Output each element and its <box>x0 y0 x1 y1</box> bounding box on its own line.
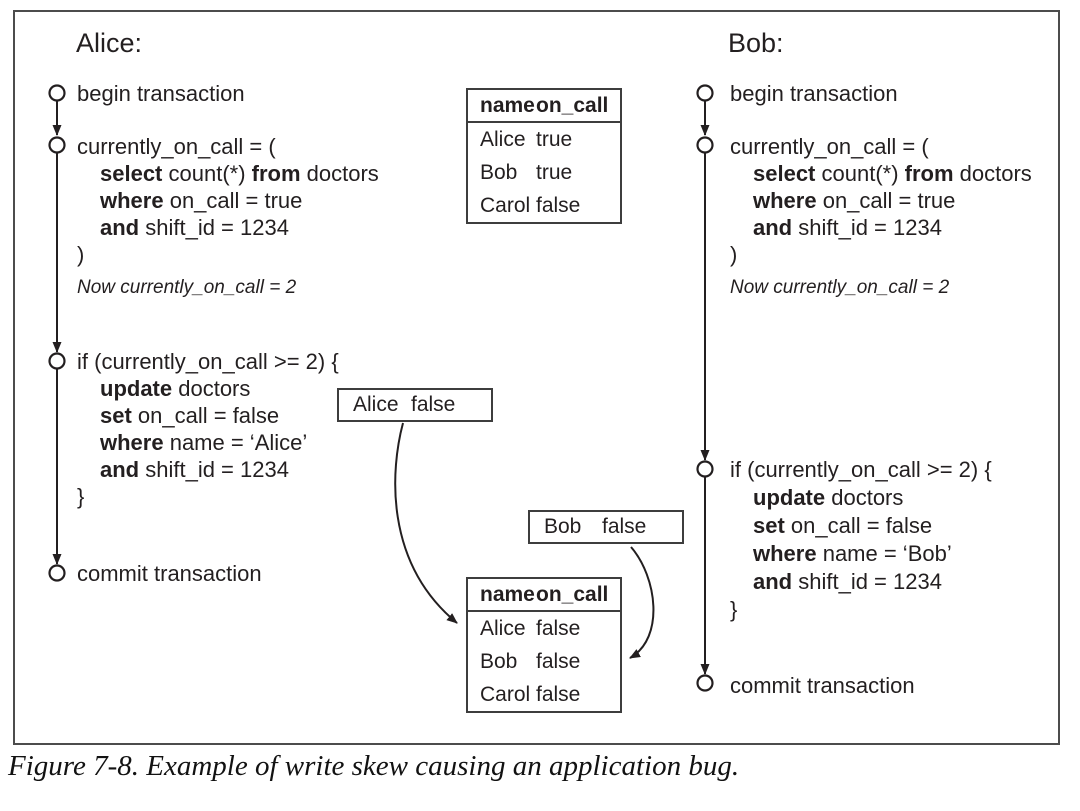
begin-transaction-label: begin transaction <box>730 81 898 106</box>
code-line: update doctors <box>753 485 904 510</box>
timeline-node <box>48 136 66 154</box>
table-row: Carol false <box>480 682 581 706</box>
bob-query-step: currently_on_call = ( select count(*) fr… <box>730 133 1032 268</box>
bob-condition-step: if (currently_on_call >= 2) { update doc… <box>730 456 992 624</box>
alice-begin-step: begin transaction <box>77 80 245 107</box>
bob-note: Now currently_on_call = 2 <box>730 277 950 298</box>
alice-write-arrow <box>394 422 458 624</box>
doctors-table-initial: name on_call Alice true Bob true Carol f… <box>466 88 622 224</box>
column-header-name: name <box>480 582 535 606</box>
bob-timeline <box>696 84 714 692</box>
code-line: currently_on_call = ( <box>730 134 929 159</box>
alice-note: Now currently_on_call = 2 <box>77 277 297 298</box>
bob-column-title: Bob: <box>728 28 784 58</box>
timeline-node <box>696 136 714 154</box>
code-line: set on_call = false <box>753 513 933 538</box>
code-line: select count(*) from doctors <box>100 161 379 186</box>
bob-write-arrow <box>629 546 655 659</box>
code-line: where on_call = true <box>753 188 956 213</box>
table-row: Bob false <box>480 649 581 673</box>
alice-timeline <box>48 84 66 582</box>
timeline-node <box>696 84 714 102</box>
code-line: set on_call = false <box>100 403 280 428</box>
table-row: Alice false <box>480 616 581 640</box>
doctors-table-final: name on_call Alice false Bob false Carol… <box>466 577 622 713</box>
alice-condition-step: if (currently_on_call >= 2) { update doc… <box>77 348 339 510</box>
begin-transaction-label: begin transaction <box>77 81 245 106</box>
code-line: and shift_id = 1234 <box>753 569 942 594</box>
bob-begin-step: begin transaction <box>730 80 898 107</box>
bob-write-row-box: Bob false <box>528 510 684 544</box>
column-header-on-call: on_call <box>536 582 609 606</box>
table-row: Alice true <box>480 127 573 151</box>
code-line: and shift_id = 1234 <box>100 215 289 240</box>
commit-transaction-label: commit transaction <box>77 561 262 586</box>
code-line: if (currently_on_call >= 2) { <box>730 457 992 482</box>
code-line: where name = ‘Alice’ <box>100 430 308 455</box>
table-row: Bob true <box>480 160 573 184</box>
code-line: and shift_id = 1234 <box>753 215 942 240</box>
commit-transaction-label: commit transaction <box>730 673 915 698</box>
timeline-node <box>696 460 714 478</box>
code-line: where name = ‘Bob’ <box>753 541 952 566</box>
code-line: if (currently_on_call >= 2) { <box>77 349 339 374</box>
timeline-node <box>48 84 66 102</box>
figure-caption: Figure 7-8. Example of write skew causin… <box>8 750 740 782</box>
alice-query-step: currently_on_call = ( select count(*) fr… <box>77 133 379 268</box>
code-line: where on_call = true <box>100 188 303 213</box>
table-row: Carol false <box>480 193 581 217</box>
timeline-node <box>48 352 66 370</box>
alice-column-title: Alice: <box>76 28 143 58</box>
code-line: update doctors <box>100 376 251 401</box>
alice-write-row-box: Alice false <box>337 388 493 422</box>
bob-commit-step: commit transaction <box>730 672 915 699</box>
table-header-row: name on_call <box>468 579 620 612</box>
code-line: } <box>730 597 738 622</box>
code-line: and shift_id = 1234 <box>100 457 289 482</box>
alice-commit-step: commit transaction <box>77 560 262 587</box>
table-header-row: name on_call <box>468 90 620 123</box>
code-line: } <box>77 484 85 509</box>
timeline-node <box>696 674 714 692</box>
timeline-node <box>48 564 66 582</box>
column-header-name: name <box>480 93 535 117</box>
code-line: currently_on_call = ( <box>77 134 276 159</box>
column-header-on-call: on_call <box>536 93 609 117</box>
code-line: select count(*) from doctors <box>753 161 1032 186</box>
code-line: ) <box>77 242 85 267</box>
code-line: ) <box>730 242 738 267</box>
